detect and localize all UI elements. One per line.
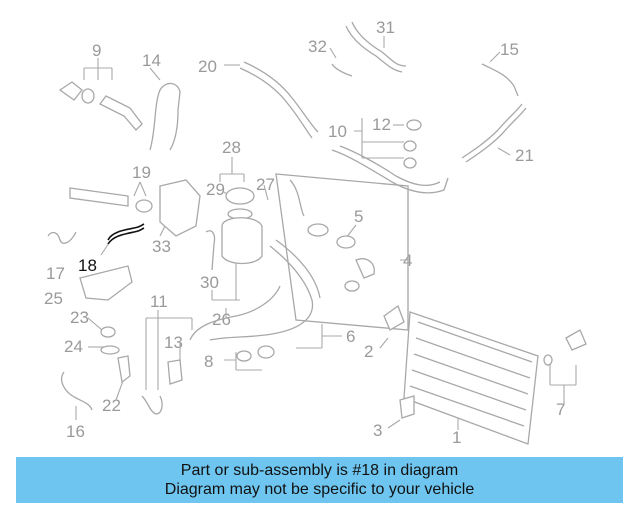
callout-13: 13 bbox=[164, 333, 183, 352]
callout-18: 18 bbox=[78, 256, 97, 275]
callout-16: 16 bbox=[66, 422, 85, 441]
callout-12: 12 bbox=[372, 115, 391, 134]
banner-line-1: Part or sub-assembly is #18 in diagram bbox=[180, 462, 459, 479]
callout-1: 1 bbox=[452, 428, 461, 447]
callout-14: 14 bbox=[142, 51, 161, 70]
callout-3: 3 bbox=[373, 421, 382, 440]
callout-7: 7 bbox=[556, 400, 565, 419]
callout-33: 33 bbox=[152, 237, 171, 256]
callout-8: 8 bbox=[204, 352, 213, 371]
callout-5: 5 bbox=[354, 207, 363, 226]
callout-20: 20 bbox=[198, 57, 217, 76]
callout-25: 25 bbox=[44, 289, 63, 308]
callout-15: 15 bbox=[500, 40, 519, 59]
callout-23: 23 bbox=[70, 308, 89, 327]
callout-27: 27 bbox=[256, 175, 275, 194]
callout-31: 31 bbox=[376, 18, 395, 37]
callout-28: 28 bbox=[222, 138, 241, 157]
callout-6: 6 bbox=[346, 327, 355, 346]
callout-10: 10 bbox=[328, 122, 347, 141]
callout-21: 21 bbox=[515, 146, 534, 165]
callout-22: 22 bbox=[102, 396, 121, 415]
info-banner: Part or sub-assembly is #18 in diagram D… bbox=[16, 457, 623, 503]
callout-9: 9 bbox=[92, 41, 101, 60]
callout-19: 19 bbox=[132, 163, 151, 182]
callout-11: 11 bbox=[150, 292, 168, 311]
banner-line-2: Diagram may not be specific to your vehi… bbox=[164, 481, 475, 498]
callout-17: 17 bbox=[46, 264, 65, 283]
callout-30: 30 bbox=[200, 273, 219, 292]
callout-2-right: 2 bbox=[364, 342, 373, 361]
engine-cooling-parts bbox=[47, 21, 587, 445]
callout-29: 29 bbox=[206, 180, 225, 199]
parts-diagram: 9 14 20 32 31 15 12 10 21 28 19 29 27 5 … bbox=[44, 18, 587, 447]
part-18-hose bbox=[107, 223, 145, 245]
callout-32: 32 bbox=[308, 37, 327, 56]
callout-24: 24 bbox=[64, 337, 83, 356]
